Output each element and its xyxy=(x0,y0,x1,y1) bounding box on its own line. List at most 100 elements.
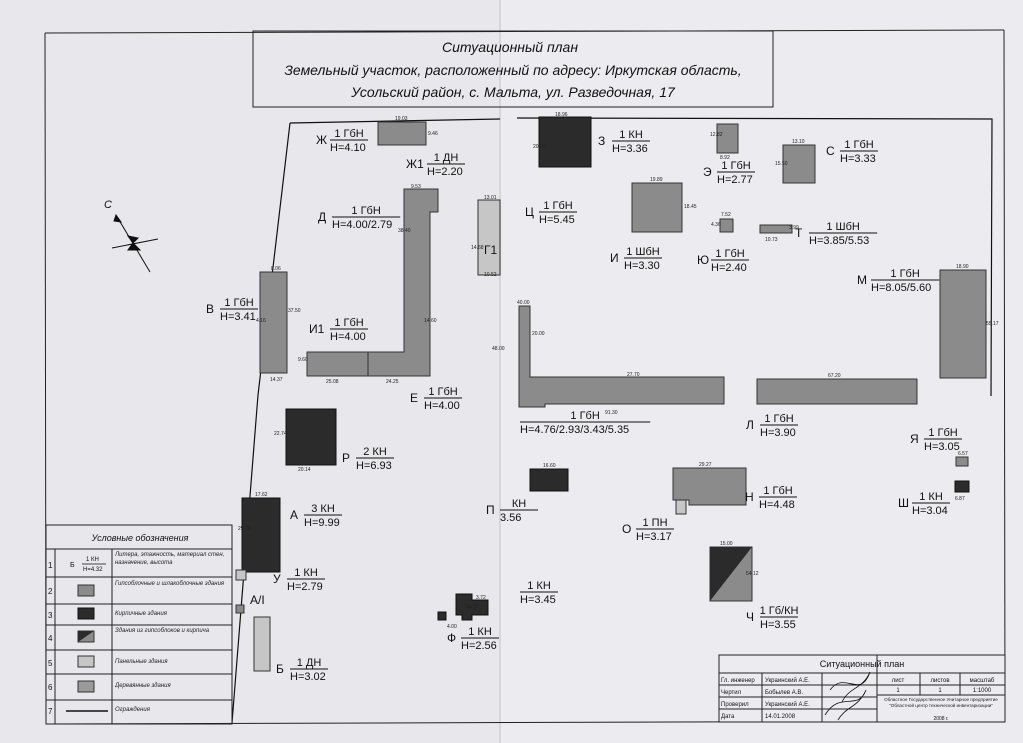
building-z xyxy=(538,116,592,168)
label-height: Н=3.17 xyxy=(636,531,672,543)
label-num: 1 ГбН xyxy=(928,427,957,439)
svg-text:14.60: 14.60 xyxy=(424,318,437,324)
label-letter: С xyxy=(826,144,835,158)
label-letter: Э xyxy=(703,165,712,179)
legend-swatch-gypsum xyxy=(77,584,95,597)
label-height: Н=3.45 xyxy=(520,594,556,606)
building-o xyxy=(675,499,687,515)
building-b xyxy=(253,616,271,672)
svg-text:10.73: 10.73 xyxy=(765,237,778,243)
label-letter: Ш xyxy=(898,496,909,510)
svg-text:19.03: 19.03 xyxy=(395,116,408,122)
legend-row-4-text: Здания из гипсоблоков и кирпича xyxy=(115,628,210,634)
legend-row-5-text: Панельные здания xyxy=(115,659,168,665)
building-g1 xyxy=(477,199,501,276)
label-num: 1 КН xyxy=(468,626,492,638)
label-num: 1 КН xyxy=(619,129,643,141)
label-num: 1 ГбН xyxy=(351,205,380,217)
site-boundary xyxy=(231,117,993,724)
legend-sample-num: 1 КН xyxy=(86,557,99,563)
svg-text:91.30: 91.30 xyxy=(605,410,618,416)
legend-swatch-panel xyxy=(77,655,95,668)
svg-text:25.08: 25.08 xyxy=(326,379,339,385)
stamp-title: Ситуационный план xyxy=(820,659,904,669)
svg-text:16.60: 16.60 xyxy=(543,463,556,469)
legend-swatch-brick xyxy=(77,607,95,620)
label-num: 1 ГбН xyxy=(543,200,572,212)
label-letter: В xyxy=(206,302,214,316)
label-letter: И xyxy=(610,251,619,265)
label-height: Н=8.05/5.60 xyxy=(871,282,931,294)
label-num: 1 КН xyxy=(919,491,943,503)
title-line-1: Ситуационный план xyxy=(442,39,578,55)
legend-swatch-mixed-brick xyxy=(78,631,94,642)
label-num: 1 ШбН xyxy=(826,221,860,233)
legend-sample-h: Н=4.32 xyxy=(83,567,103,573)
svg-text:3.99: 3.99 xyxy=(789,225,799,231)
building-m xyxy=(939,269,987,379)
legend-title: Условные обозначения xyxy=(91,533,189,543)
label-height: Н=9.99 xyxy=(304,517,340,529)
stamp-col-sheets: листов xyxy=(930,678,949,684)
stamp-sheet: 1 xyxy=(896,688,900,694)
svg-text:19.89: 19.89 xyxy=(650,177,663,183)
label-letter: Ф xyxy=(447,631,456,645)
svg-text:29.76: 29.76 xyxy=(238,526,251,532)
label-letter: Д xyxy=(318,210,326,224)
stamp-role-1: Гл. инженер xyxy=(721,678,755,684)
svg-text:4.00: 4.00 xyxy=(447,624,457,630)
building-i1 xyxy=(306,351,369,377)
label-height: Н=3.33 xyxy=(840,153,876,165)
dimension-labels: 19.03 9.46 9.53 38.40 14.60 9.60 25.08 2… xyxy=(238,112,999,630)
svg-text:22.74: 22.74 xyxy=(274,431,287,437)
label-num: 1 ПН xyxy=(642,517,667,529)
svg-text:3.72: 3.72 xyxy=(476,595,486,601)
svg-text:4.36: 4.36 xyxy=(711,222,721,228)
label-height: Н=4.00 xyxy=(330,331,366,343)
svg-text:9.46: 9.46 xyxy=(428,131,438,137)
stamp-name-3: Украинский А.Е. xyxy=(765,701,810,708)
svg-text:15.50: 15.50 xyxy=(775,161,788,167)
stamp-sheets: 1 xyxy=(938,688,942,694)
title-stamp: Ситуационный план лист листов масштаб 1 … xyxy=(718,654,1006,723)
svg-text:48.00: 48.00 xyxy=(492,346,505,352)
label-height: Н=3.85/5.53 xyxy=(809,235,869,247)
label-height: Н=3.02 xyxy=(290,671,326,683)
label-letter: Ч xyxy=(746,610,754,624)
label-num: 1 ГбН xyxy=(224,297,253,309)
building-yu xyxy=(719,218,734,233)
label-letter: Т xyxy=(795,226,803,240)
building-v xyxy=(259,271,288,374)
label-num: 1 КН xyxy=(294,567,318,579)
label-num: 1 ГбН xyxy=(428,386,457,398)
label-letter: Н xyxy=(745,490,754,504)
label-height: Н=3.90 xyxy=(760,427,796,439)
north-arrow-icon: С xyxy=(104,199,159,273)
label-num: 1 ШбН xyxy=(626,246,660,258)
label-height: Н=2.79 xyxy=(287,581,323,593)
label-height: 3.56 xyxy=(500,512,521,524)
stamp-col-scale: масштаб xyxy=(970,678,995,684)
label-height: Н=2.77 xyxy=(717,174,753,186)
label-height: Н=4.48 xyxy=(759,499,795,511)
label-num: 1 ДН xyxy=(297,657,322,669)
svg-text:14.68: 14.68 xyxy=(471,245,484,251)
legend-swatch-wood xyxy=(77,680,95,693)
stamp-role-3: Проверил xyxy=(721,702,749,708)
stamp-role-2: Чертил xyxy=(721,690,742,696)
svg-text:20.00: 20.00 xyxy=(532,331,545,337)
svg-text:13.10: 13.10 xyxy=(792,139,805,145)
svg-text:9.53: 9.53 xyxy=(411,184,421,190)
svg-text:27.70: 27.70 xyxy=(627,372,640,378)
label-letter: Ю xyxy=(697,253,709,267)
